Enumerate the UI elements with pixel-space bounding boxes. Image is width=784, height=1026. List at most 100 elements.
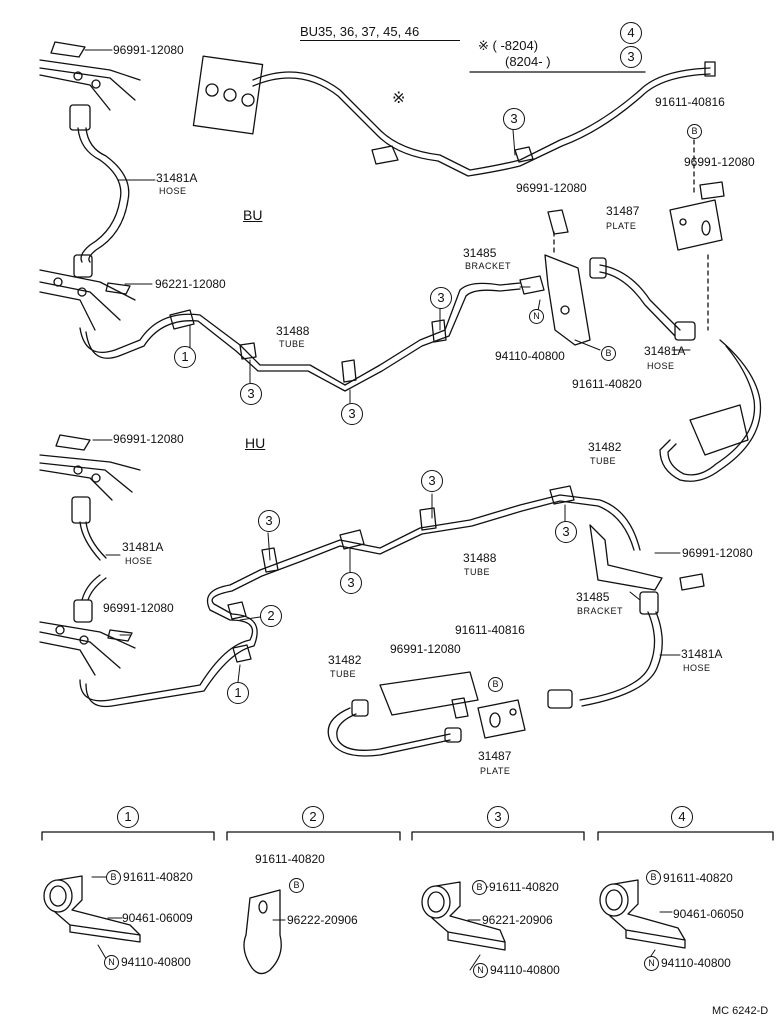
bu-main-tube	[79, 282, 521, 392]
detail3-letter-b: B	[472, 880, 487, 895]
detail-ref-3: 3	[487, 806, 509, 828]
hu-bracket	[589, 524, 705, 591]
detail3-mid-part: 96221-20906	[482, 913, 553, 927]
part-31487-bu: 31487	[606, 204, 640, 218]
model-list: BU35, 36, 37, 45, 46	[300, 24, 420, 39]
part-31488-hu: 31488	[463, 551, 497, 565]
part-31481a-bu-left: 31481A	[156, 171, 198, 185]
ref-3-bu-a: 3	[240, 383, 262, 405]
note-ref-4: 4	[620, 22, 642, 44]
detail3-clamp	[421, 881, 506, 951]
part-94110-bu: 94110-40800	[495, 349, 565, 363]
bu-left-hose	[69, 104, 130, 278]
hu-plate	[451, 697, 526, 739]
detail3-n-part: 94110-40800	[490, 963, 560, 977]
detail3-letter-n: N	[473, 963, 488, 978]
part-91611-40816-bu: 91611-40816	[655, 95, 725, 109]
detail1-mid-part: 90461-06009	[122, 911, 193, 925]
detail2-letter-b: B	[289, 878, 304, 893]
detail-ref-4: 4	[671, 806, 693, 828]
letter-b-bu-low: B	[601, 346, 616, 361]
detail1-n-part: 94110-40800	[121, 955, 191, 969]
tube-word-31482-bu: TUBE	[590, 456, 617, 466]
part-96991-hu-top: 96991-12080	[113, 432, 184, 446]
bu-leader-dashes	[553, 139, 709, 331]
hose-word-hu-left: HOSE	[125, 556, 153, 566]
note-line-1: ※ ( -8204)	[478, 38, 539, 53]
bu-upper-tube	[192, 55, 716, 177]
asterisk-marker: ※	[392, 90, 406, 107]
detail2-b-part: 91611-40820	[255, 852, 325, 866]
part-31488-bu: 31488	[276, 324, 310, 338]
plate-word-bu: PLATE	[606, 221, 637, 231]
ref-1-bu: 1	[174, 346, 196, 368]
part-96991-hu-mid: 96991-12080	[390, 642, 461, 656]
hu-left-hose	[71, 496, 107, 623]
part-31481a-hu-left: 31481A	[122, 540, 164, 554]
hose-word-bu-right: HOSE	[647, 361, 675, 371]
bracket-word-hu: BRACKET	[577, 606, 624, 616]
detail2-mid-part: 96222-20906	[287, 913, 358, 927]
part-31485-bu: 31485	[463, 246, 497, 260]
hose-word-bu-left: HOSE	[159, 186, 187, 196]
part-31481a-bu-right: 31481A	[644, 344, 686, 358]
detail1-letter-b: B	[106, 870, 121, 885]
part-96991-hu-left: 96991-12080	[103, 601, 174, 615]
ref-2-hu: 2	[260, 605, 282, 627]
part-96991-bu-right: 96991-12080	[684, 155, 755, 169]
part-96991-top: 96991-12080	[113, 43, 184, 57]
ref-3-bu-b: 3	[341, 403, 363, 425]
ref-3-bu-d: 3	[503, 108, 525, 130]
hu-main-tube	[79, 485, 641, 708]
part-96991-hu-right: 96991-12080	[682, 546, 753, 560]
hu-tube-31482	[327, 671, 479, 757]
section-bu: BU	[243, 207, 263, 223]
part-91611-40820-bu: 91611-40820	[572, 377, 642, 391]
ref-3-hu-d: 3	[555, 521, 577, 543]
letter-b-hu: B	[488, 677, 503, 692]
note-line-2: (8204- )	[505, 54, 551, 69]
bu-frame-top-left	[39, 41, 141, 111]
ref-3-bu-c: 3	[430, 287, 452, 309]
bu-bracket	[519, 254, 591, 346]
part-31485-hu: 31485	[576, 590, 610, 604]
bu-plate	[547, 181, 725, 251]
detail3-b-part: 91611-40820	[489, 880, 559, 894]
detail4-letter-b: B	[646, 870, 661, 885]
detail-ref-1: 1	[117, 806, 139, 828]
ref-3-hu-a: 3	[258, 510, 280, 532]
detail4-n-part: 94110-40800	[661, 956, 731, 970]
tube-word-bu: TUBE	[279, 339, 306, 349]
ref-1-hu: 1	[227, 682, 249, 704]
ref-3-hu-b: 3	[340, 572, 362, 594]
note-ref-3: 3	[620, 46, 642, 68]
detail4-b-part: 91611-40820	[663, 871, 733, 885]
model-underline	[300, 40, 460, 41]
tube-word-hu: TUBE	[464, 567, 491, 577]
hu-frame-mid-left	[39, 621, 136, 676]
part-31481a-hu-right: 31481A	[681, 647, 723, 661]
detail4-letter-n: N	[644, 956, 659, 971]
detail4-mid-part: 90461-06050	[673, 907, 744, 921]
part-31482-hu: 31482	[328, 653, 362, 667]
detail1-b-part: 91611-40820	[123, 870, 193, 884]
hose-word-hu-right: HOSE	[683, 663, 711, 673]
detail2-clip	[243, 889, 282, 975]
plate-word-hu: PLATE	[480, 766, 511, 776]
detail1-letter-n: N	[104, 955, 119, 970]
detail4-clamp	[599, 879, 686, 949]
detail1-clamp	[43, 875, 141, 943]
ref-3-hu-c: 3	[421, 470, 443, 492]
hu-right-hose	[547, 591, 663, 709]
part-91611-40816-hu: 91611-40816	[455, 623, 525, 637]
bracket-word-bu: BRACKET	[465, 261, 512, 271]
part-31487-hu: 31487	[478, 749, 512, 763]
letter-n-bu: N	[529, 309, 544, 324]
part-31482-bu: 31482	[588, 440, 622, 454]
part-96991-bu-mid: 96991-12080	[516, 181, 587, 195]
section-hu: HU	[245, 435, 266, 451]
bu-right-hose	[589, 257, 762, 482]
diagram-code: MC 6242-D	[712, 1005, 769, 1017]
bu-frame-mid-left	[39, 269, 136, 331]
